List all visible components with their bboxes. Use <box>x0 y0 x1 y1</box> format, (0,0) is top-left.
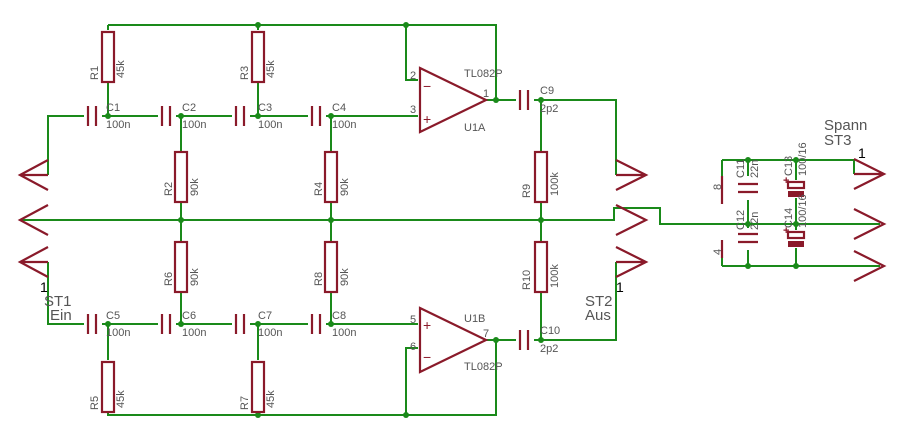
resistors <box>100 30 549 414</box>
power-pin-bottom: 4 <box>712 249 724 255</box>
r8-value: 90k <box>339 268 351 286</box>
u1b-part-label: TL082P <box>464 361 503 373</box>
r1-value: 45k <box>115 60 127 78</box>
r1-ref: R1 <box>89 66 101 80</box>
r3-value: 45k <box>265 60 277 78</box>
u1a-pin-inv: 2 <box>410 70 416 82</box>
c4-value: 100n <box>332 119 356 131</box>
u1b-pin-noninv: 5 <box>410 314 416 326</box>
u1b-unit-label: U1B <box>464 313 485 325</box>
st2-name: ST2 <box>585 293 613 310</box>
u1b-pin-out: 7 <box>483 328 489 340</box>
c1-value: 100n <box>106 119 130 131</box>
c12-value: 22n <box>749 212 761 230</box>
r4-ref: R4 <box>313 182 325 196</box>
st3-pin: 1 <box>858 145 866 161</box>
st1-pin: 1 <box>40 279 48 295</box>
c6-ref: C6 <box>182 310 196 322</box>
c9-value: 2p2 <box>540 103 558 115</box>
st1-name: ST1 <box>44 293 72 310</box>
c5-value: 100n <box>106 327 130 339</box>
c14-value: 100/16 <box>797 194 809 228</box>
c11-ref: C11 <box>735 159 747 178</box>
c9-ref: C9 <box>540 85 554 97</box>
u1b-pin-inv: 6 <box>410 341 416 353</box>
svg-text:+: + <box>783 175 789 187</box>
c14-ref: C14 <box>783 208 795 228</box>
r3-ref: R3 <box>239 66 251 80</box>
st2-label: Aus <box>585 307 611 324</box>
c7-value: 100n <box>258 327 282 339</box>
c10-value: 2p2 <box>540 343 558 355</box>
opamp-u1b: + − <box>418 306 489 374</box>
st3-label: ST3 <box>824 132 852 149</box>
c2-ref: C2 <box>182 102 196 114</box>
st1-label: Ein <box>50 307 72 324</box>
u1a-pin-out: 1 <box>483 88 489 100</box>
r2-ref: R2 <box>163 182 175 196</box>
c13-ref: C13 <box>783 156 795 176</box>
st3-name: Spann <box>824 117 867 134</box>
r10-value: 100k <box>549 264 561 288</box>
c11-value: 22n <box>749 160 761 178</box>
opamp-u1a: − + <box>418 66 489 134</box>
u1a-part-label: TL082P <box>464 68 503 80</box>
c5-ref: C5 <box>106 310 120 322</box>
c8-ref: C8 <box>332 310 346 322</box>
c3-value: 100n <box>258 119 282 131</box>
labels: TL082P U1A 2 3 1 U1B TL082P 5 6 7 ST1 Ei… <box>40 60 867 410</box>
r7-ref: R7 <box>239 396 251 410</box>
r5-ref: R5 <box>89 396 101 410</box>
r4-value: 90k <box>339 178 351 196</box>
c2-value: 100n <box>182 119 206 131</box>
svg-text:−: − <box>423 349 431 365</box>
c10-ref: C10 <box>540 325 560 337</box>
r5-value: 45k <box>115 390 127 408</box>
c12-ref: C12 <box>735 210 747 230</box>
r9-ref: R9 <box>521 184 533 198</box>
svg-text:+: + <box>783 225 789 237</box>
r6-ref: R6 <box>163 272 175 286</box>
r8-ref: R8 <box>313 272 325 286</box>
c6-value: 100n <box>182 327 206 339</box>
c4-ref: C4 <box>332 102 346 114</box>
connector-arrows <box>17 158 887 282</box>
c13-value: 100/16 <box>797 142 809 176</box>
u1a-unit-label: U1A <box>464 122 486 134</box>
r2-value: 90k <box>189 178 201 196</box>
c8-value: 100n <box>332 327 356 339</box>
c1-ref: C1 <box>106 102 120 114</box>
c7-ref: C7 <box>258 310 272 322</box>
svg-text:+: + <box>423 317 431 333</box>
u1a-pin-noninv: 3 <box>410 104 416 116</box>
power-pin-top: 8 <box>712 184 724 190</box>
junction-dots <box>105 22 799 418</box>
svg-text:−: − <box>423 78 431 94</box>
svg-text:+: + <box>423 111 431 127</box>
r6-value: 90k <box>189 268 201 286</box>
r9-value: 100k <box>549 172 561 196</box>
r10-ref: R10 <box>521 270 533 290</box>
st2-pin: 1 <box>616 279 624 295</box>
r7-value: 45k <box>265 390 277 408</box>
c3-ref: C3 <box>258 102 272 114</box>
capacitors: + + <box>86 90 806 350</box>
